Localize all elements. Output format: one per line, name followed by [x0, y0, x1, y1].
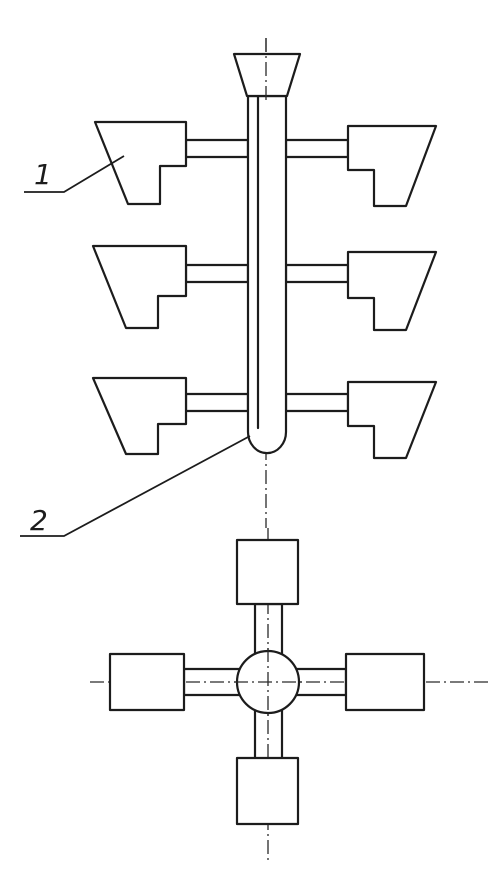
mould-row-2: [91, 244, 438, 332]
front-view: 1 2: [20, 38, 438, 537]
mould-left-3: [91, 376, 188, 456]
mould-right-3: [346, 380, 438, 460]
mould-row-1: [93, 120, 438, 208]
callout-leader-2: [20, 435, 251, 537]
gate-left-3: [184, 392, 250, 413]
plan-view: [90, 528, 488, 860]
callout-label-1: 1: [34, 158, 52, 191]
gate-right-1: [284, 138, 350, 159]
gate-right-3: [284, 392, 350, 413]
plan-mould-bottom: [235, 756, 300, 826]
plan-mould-right: [344, 652, 426, 712]
gate-right-2: [284, 263, 350, 284]
callout-leader-1: [24, 155, 125, 193]
gate-left-2: [184, 263, 250, 284]
mould-right-2: [346, 250, 438, 332]
mould-left-2: [91, 244, 188, 330]
plan-mould-top: [235, 538, 300, 606]
sprue: [246, 94, 288, 455]
pouring-cup: [232, 52, 302, 98]
mould-left-1: [93, 120, 188, 206]
gate-left-1: [184, 138, 250, 159]
plan-mould-left: [108, 652, 186, 712]
mould-row-3: [91, 376, 438, 460]
mould-right-1: [346, 124, 438, 208]
callout-label-2: 2: [30, 504, 48, 537]
